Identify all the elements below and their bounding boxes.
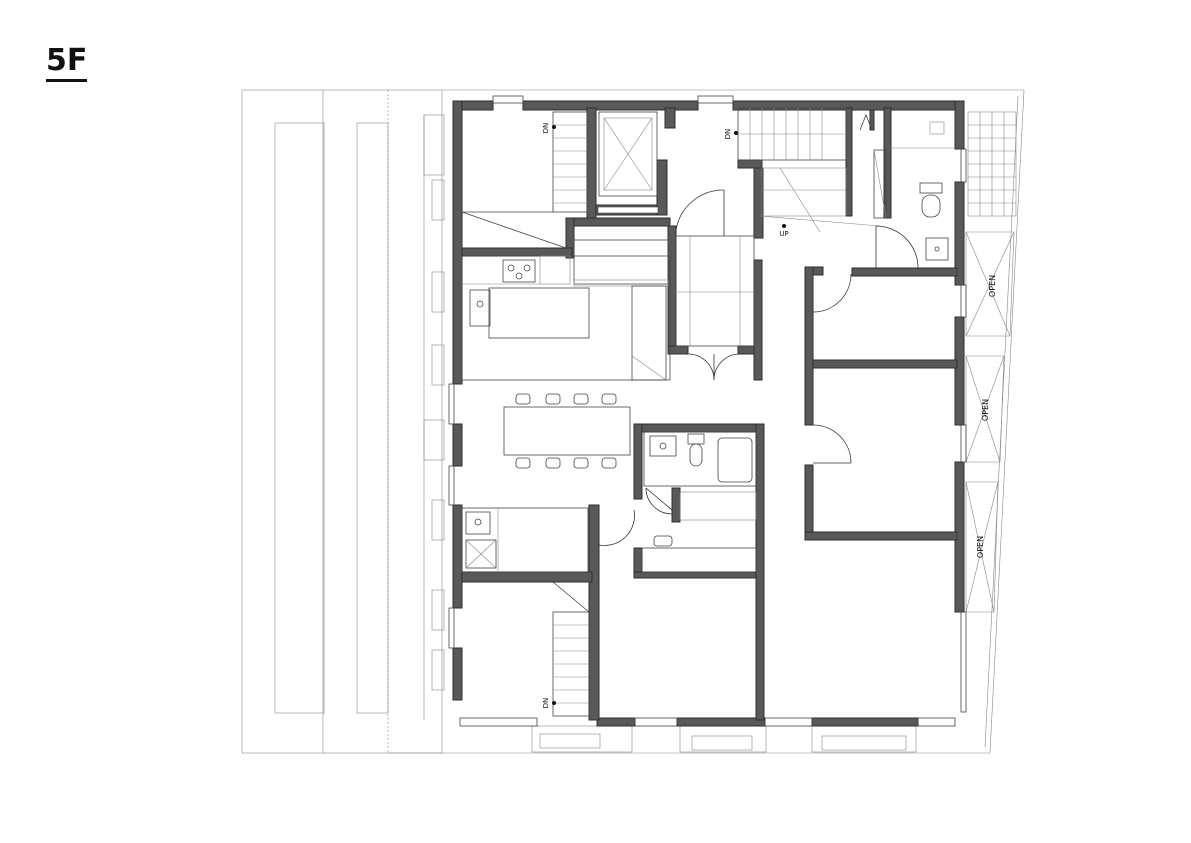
open-label-3: OPEN (976, 536, 985, 558)
utility-room (461, 507, 589, 573)
exterior-walls (452, 100, 965, 727)
floor-title: 5F (46, 44, 88, 82)
kitchen (461, 239, 671, 381)
elevator (597, 111, 659, 214)
stair-core: DN UP (724, 107, 881, 238)
open-label-1: OPEN (988, 275, 997, 297)
dn-label-bottom-left: DN (542, 698, 550, 709)
bathroom-center (643, 431, 757, 515)
wc-top-right (873, 121, 955, 261)
site-outline (241, 89, 1025, 754)
balcony-grid (967, 111, 1017, 217)
windows (448, 95, 967, 727)
study (598, 491, 757, 573)
open-void-2: OPEN (965, 355, 1005, 463)
interior-walls (461, 107, 958, 721)
entry-corridor (675, 189, 755, 381)
facade-left (423, 114, 445, 720)
open-label-2: OPEN (981, 399, 990, 421)
dining-table (503, 393, 631, 469)
facade-bottom (531, 725, 917, 753)
dn-label-core: DN (724, 129, 732, 140)
bedroom-doors (812, 225, 919, 464)
open-void-3: OPEN (965, 481, 999, 613)
stair-bottom-left: DN (542, 581, 590, 717)
dn-label-top-left: DN (542, 123, 550, 134)
stair-top-left: DN (461, 111, 588, 249)
up-label-core: UP (779, 230, 788, 238)
